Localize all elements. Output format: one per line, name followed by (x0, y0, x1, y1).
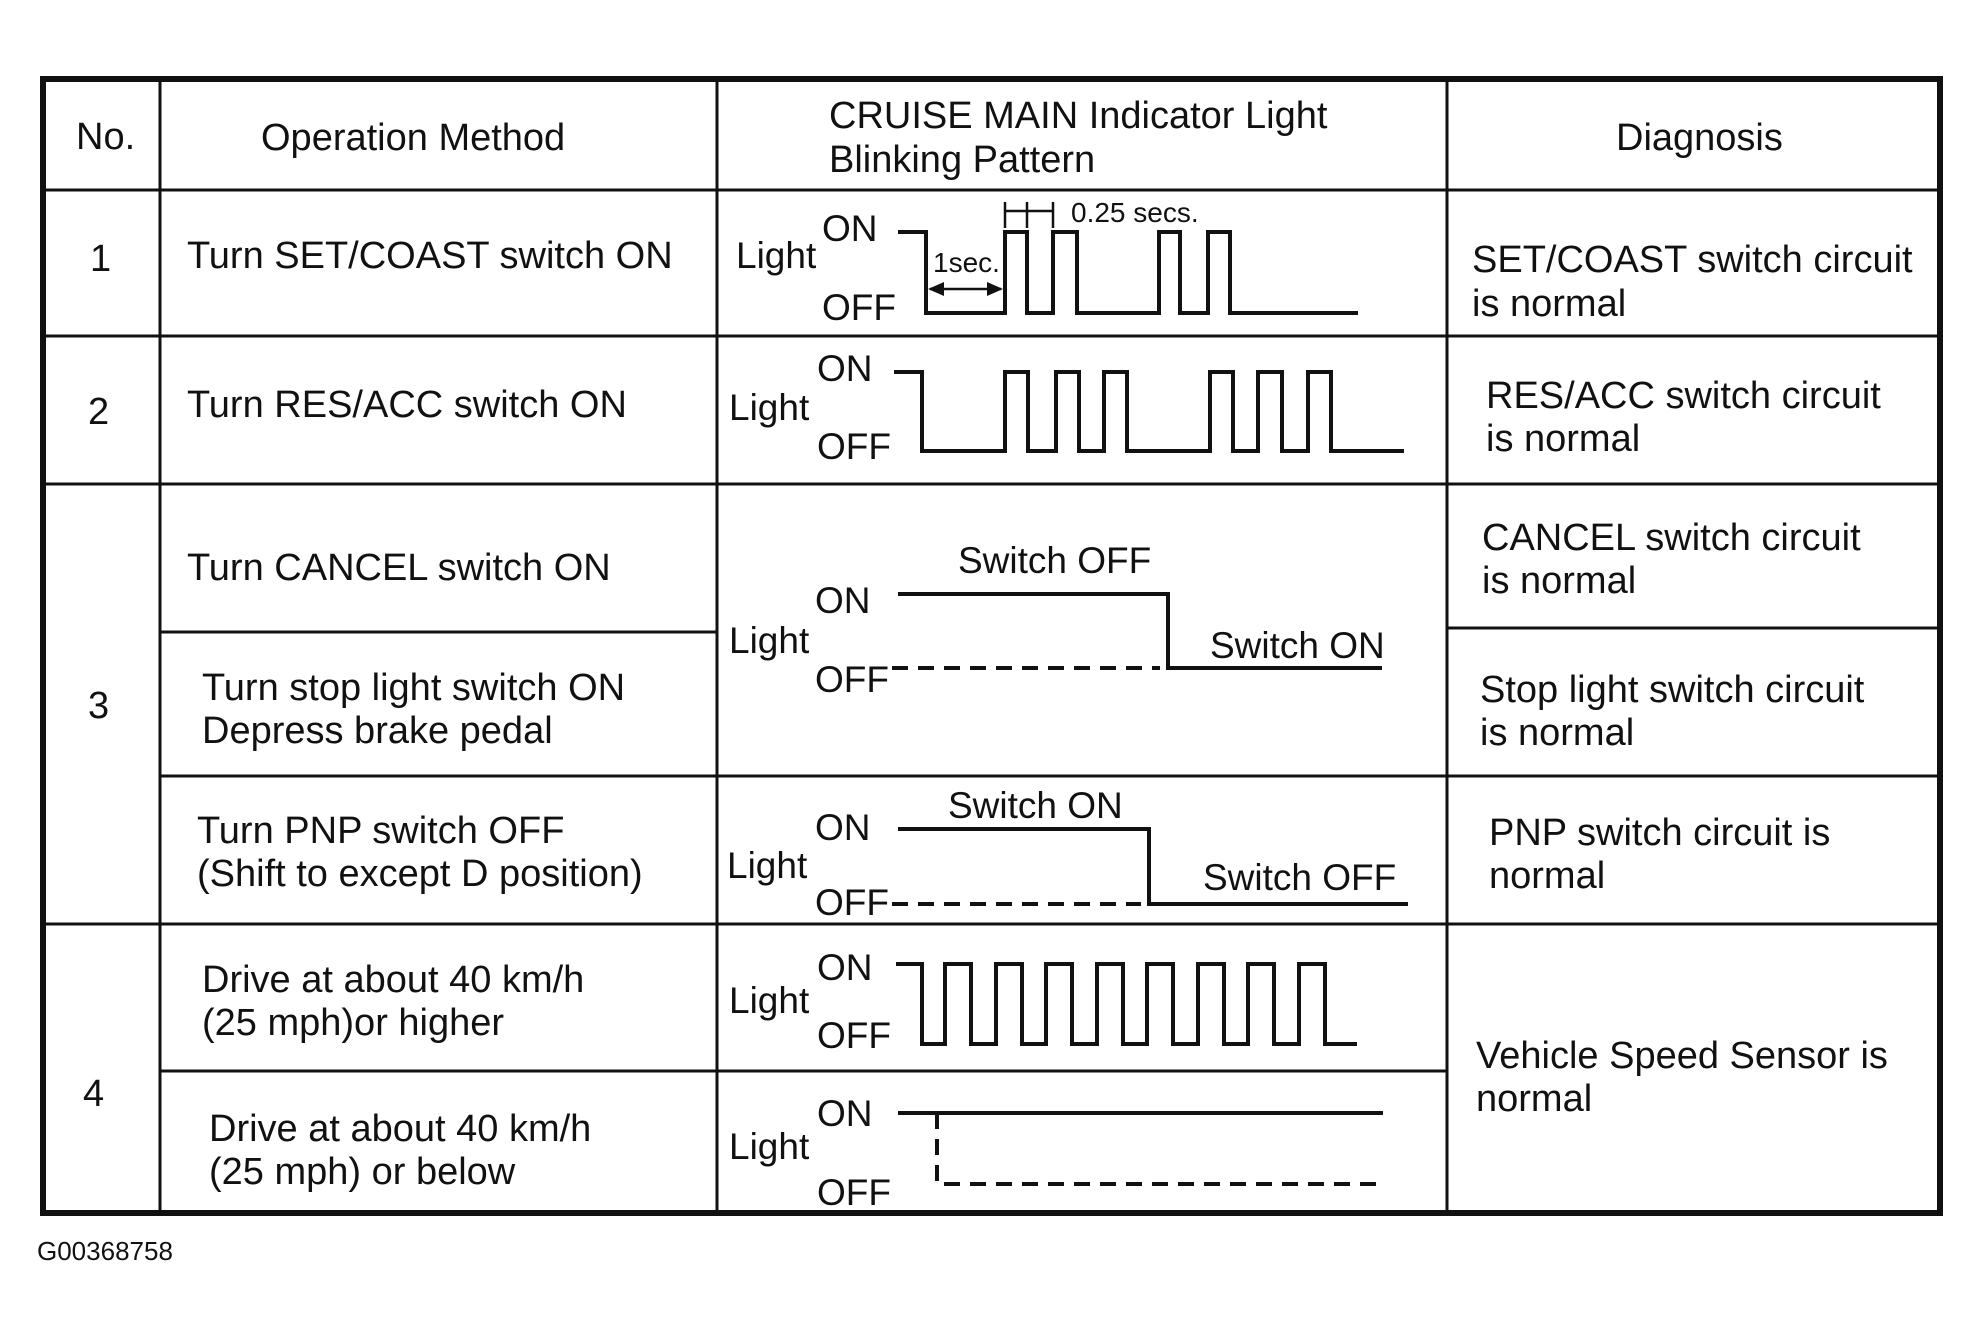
pattern-3b-switch-diagram: Switch ON ON Light Switch OFF OFF (727, 785, 1408, 923)
pattern-2-blink-diagram: Light ON OFF (729, 348, 1404, 467)
pattern-1-light-label: Light (736, 235, 817, 276)
pattern-3b-off-label: OFF (815, 882, 889, 923)
row-3c-diagnosis-line2: normal (1489, 855, 1605, 897)
pattern-2-on-label: ON (817, 348, 873, 389)
row-1-diagnosis-line2: is normal (1472, 283, 1626, 325)
table-frame (40, 76, 1943, 1216)
pattern-4a-waveform (896, 962, 1357, 1046)
pattern-3b-on-label: ON (815, 807, 871, 848)
pattern-1-off-label: OFF (822, 287, 896, 328)
pattern-3a-off-label: OFF (815, 659, 889, 700)
table-grid (40, 76, 1943, 1216)
row-3b-diagnosis-line1: Stop light switch circuit (1480, 669, 1865, 711)
row-3-number: 3 (88, 685, 109, 727)
pattern-4a-off-label: OFF (817, 1015, 891, 1056)
pattern-1-waveform (898, 230, 1358, 315)
pattern-4a-on-label: ON (817, 947, 873, 988)
row-3a-diagnosis-line1: CANCEL switch circuit (1482, 517, 1861, 559)
pattern-1-on-label: ON (822, 208, 878, 249)
row-3c-diagnosis-line1: PNP switch circuit is (1489, 812, 1830, 854)
pattern-3b-switch-on-label: Switch ON (948, 785, 1123, 826)
header-pattern-line1: CRUISE MAIN Indicator Light (829, 95, 1328, 137)
one-sec-arrow-left (928, 282, 944, 296)
row-1-diagnosis-line1: SET/COAST switch circuit (1472, 239, 1913, 281)
row-4b-method-line2: (25 mph) or below (209, 1151, 516, 1193)
pattern-3a-light-label: Light (729, 620, 810, 661)
row-4a-method-line2: (25 mph)or higher (202, 1002, 504, 1044)
row-3a-diagnosis-line2: is normal (1482, 560, 1636, 602)
pattern-4b-on-label: ON (817, 1093, 873, 1134)
row-3b-method-line2: Depress brake pedal (202, 710, 553, 752)
row-4-diagnosis-line1: Vehicle Speed Sensor is (1476, 1035, 1888, 1077)
header-diagnosis: Diagnosis (1616, 117, 1783, 159)
pattern-2-off-label: OFF (817, 426, 891, 467)
row-4-number: 4 (83, 1073, 104, 1115)
pattern-2-waveform (894, 370, 1404, 453)
pattern-3a-waveform-solid (898, 592, 1382, 670)
one-sec-label: 1sec. (933, 247, 1000, 278)
pattern-4b-off-label: OFF (817, 1172, 891, 1213)
row-2-diagnosis-line1: RES/ACC switch circuit (1486, 375, 1881, 417)
row-2-method: Turn RES/ACC switch ON (187, 384, 627, 426)
pattern-3a-switch-off-label: Switch OFF (958, 540, 1151, 581)
pattern-4a-light-label: Light (729, 980, 810, 1021)
row-4a-method-line1: Drive at about 40 km/h (202, 959, 584, 1001)
pattern-4a-blink-diagram: ON Light OFF (729, 947, 1357, 1056)
row-3c-method-line1: Turn PNP switch OFF (197, 810, 564, 852)
figure-id: G00368758 (37, 1236, 173, 1266)
row-2-diagnosis-line2: is normal (1486, 418, 1640, 460)
pattern-3a-on-label: ON (815, 580, 871, 621)
header-no: No. (76, 116, 135, 158)
pattern-4b-light-label: Light (729, 1126, 810, 1167)
row-1-method: Turn SET/COAST switch ON (187, 235, 673, 277)
pattern-3b-waveform-solid (898, 827, 1408, 906)
header-pattern-line2: Blinking Pattern (829, 139, 1095, 181)
pattern-3b-switch-off-label: Switch OFF (1203, 857, 1396, 898)
pattern-2-light-label: Light (729, 387, 810, 428)
pattern-1-blink-diagram: Light ON OFF 1sec. 0.25 secs. (736, 197, 1358, 328)
row-3a-method: Turn CANCEL switch ON (187, 547, 611, 589)
header-operation-method: Operation Method (261, 117, 565, 159)
table-header: No. Operation Method CRUISE MAIN Indicat… (76, 95, 1783, 181)
quarter-sec-label: 0.25 secs. (1071, 197, 1199, 228)
row-3c-method-line2: (Shift to except D position) (197, 853, 643, 895)
row-2-number: 2 (88, 391, 109, 433)
row-1-number: 1 (90, 238, 111, 280)
pattern-3a-switch-on-label: Switch ON (1210, 625, 1385, 666)
row-4-diagnosis-line2: normal (1476, 1078, 1592, 1120)
pattern-3a-switch-diagram: Switch OFF ON Light Switch ON OFF (729, 540, 1385, 700)
one-sec-arrow-right (987, 282, 1003, 296)
pattern-4b-waveform-dashed (935, 1113, 1383, 1186)
row-3b-diagnosis-line2: is normal (1480, 712, 1634, 754)
pattern-3b-light-label: Light (727, 845, 808, 886)
row-4b-method-line1: Drive at about 40 km/h (209, 1108, 591, 1150)
pattern-4b-switch-diagram: ON Light OFF (729, 1093, 1383, 1213)
row-3b-method-line1: Turn stop light switch ON (202, 667, 625, 709)
